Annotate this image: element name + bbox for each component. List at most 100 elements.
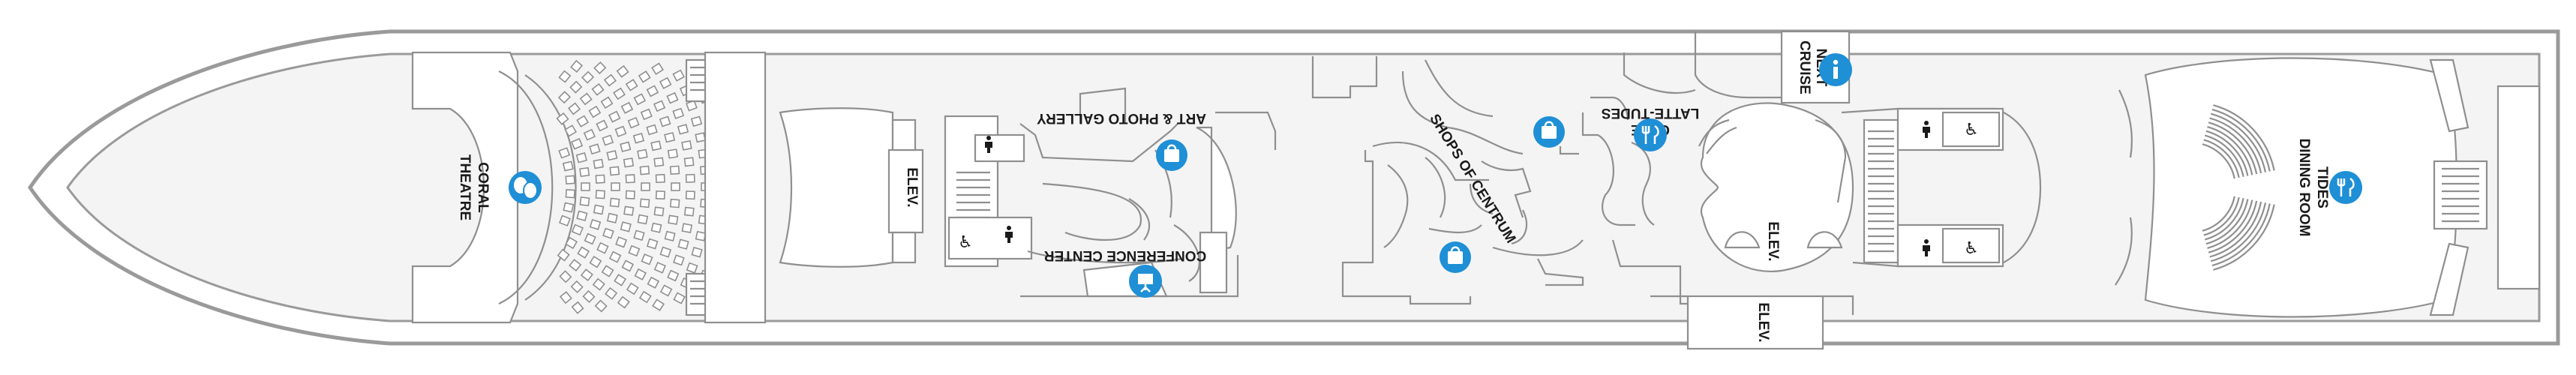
theatre-seat bbox=[584, 232, 596, 245]
theatre-stairs bbox=[685, 51, 767, 324]
next-cruise-label-2: CRUISE bbox=[1797, 40, 1812, 94]
info-icon bbox=[1819, 53, 1852, 86]
restroom-icon bbox=[1923, 239, 1930, 256]
stair-step bbox=[2205, 198, 2244, 241]
theatre-seat bbox=[677, 124, 689, 135]
theatre-seat bbox=[558, 214, 571, 226]
stair-step bbox=[2205, 134, 2244, 177]
theatre-seat bbox=[667, 269, 680, 282]
theatre-seat bbox=[596, 119, 608, 132]
theatre-seat bbox=[646, 238, 659, 250]
theatre-seat bbox=[581, 70, 595, 84]
theatre-seat bbox=[611, 182, 620, 191]
svg-text:♿: ♿ bbox=[958, 233, 973, 252]
atrium-round[interactable] bbox=[1698, 102, 1854, 272]
theatre-seat bbox=[617, 296, 630, 309]
theatre-seat bbox=[593, 204, 605, 215]
theatre-seat bbox=[628, 244, 641, 257]
theatre-seat bbox=[559, 291, 572, 304]
theatre-seat bbox=[638, 290, 652, 304]
theatre-seat bbox=[570, 59, 584, 74]
theatre-seat bbox=[639, 165, 650, 176]
theatre-seat bbox=[651, 62, 664, 75]
theatre-seat bbox=[559, 270, 572, 284]
theatre-seat bbox=[569, 80, 583, 94]
theatre-seat bbox=[626, 282, 639, 296]
theatre-seat bbox=[614, 274, 626, 286]
cafe-label-1: LATTE-TUDES bbox=[1602, 105, 1700, 121]
theatre-seat bbox=[581, 182, 590, 191]
theatre-seat bbox=[646, 124, 658, 136]
theatre-seat bbox=[655, 173, 665, 184]
theatre-seat bbox=[685, 190, 695, 200]
gallery-stair-core bbox=[944, 115, 1033, 268]
theatre-masks-icon bbox=[509, 171, 542, 204]
stair-step bbox=[2202, 196, 2235, 232]
theatre-seat bbox=[673, 292, 686, 304]
theatre-seat bbox=[671, 182, 680, 191]
wheelchair-icon: ♿ bbox=[1964, 239, 1979, 258]
restroom-icon bbox=[1005, 226, 1013, 243]
theatre-seat bbox=[672, 107, 685, 119]
stair-step bbox=[2211, 108, 2271, 172]
theatre-seat bbox=[669, 165, 680, 176]
theatre-seat bbox=[593, 158, 604, 170]
centrum-walls bbox=[1311, 52, 1696, 305]
shopping-bag-icon bbox=[1440, 242, 1471, 273]
theatre-seat bbox=[606, 212, 618, 224]
stair-step bbox=[2207, 200, 2253, 249]
theatre-seat bbox=[558, 147, 571, 159]
theatre-seat bbox=[576, 210, 588, 222]
coral-theatre[interactable] bbox=[411, 51, 577, 324]
theatre-seat bbox=[602, 227, 614, 239]
stair-step bbox=[2208, 200, 2258, 254]
art-gallery-label: ART & PHOTO GALLERY bbox=[1037, 110, 1206, 126]
theatre-seat bbox=[633, 93, 647, 106]
shopping-bag-icon bbox=[1156, 140, 1187, 171]
theatre-seat bbox=[593, 61, 607, 75]
theatre-seat bbox=[596, 242, 609, 254]
stair-step bbox=[2211, 202, 2267, 262]
dining-icon bbox=[1634, 118, 1667, 152]
theatre-seat bbox=[633, 230, 645, 242]
theatre-seat bbox=[659, 246, 672, 258]
theatre-seat bbox=[652, 298, 665, 311]
elevator-lobby-forward[interactable] bbox=[779, 107, 924, 268]
theatre-seat bbox=[641, 253, 653, 266]
stair-step bbox=[2203, 196, 2240, 236]
theatre-seat bbox=[564, 124, 577, 137]
theatre-seat bbox=[609, 166, 620, 176]
stair-step bbox=[2205, 199, 2249, 245]
theatre-seat bbox=[625, 79, 638, 92]
theatre-seat bbox=[650, 222, 662, 233]
theatre-seat bbox=[602, 134, 614, 146]
wheelchair-icon: ♿ bbox=[958, 233, 973, 252]
wheelchair-icon: ♿ bbox=[1964, 121, 1979, 140]
stair-step bbox=[2213, 204, 2275, 271]
theatre-seat bbox=[576, 115, 590, 128]
theatre-seat bbox=[639, 198, 650, 208]
stair-step bbox=[2213, 104, 2275, 171]
theatre-seat bbox=[594, 299, 608, 313]
theatre-seat bbox=[695, 230, 707, 242]
theatre-seat bbox=[588, 105, 602, 118]
theatre-seat bbox=[557, 91, 571, 104]
elevator-bay-aft[interactable] bbox=[1650, 295, 1854, 350]
theatre-seat bbox=[603, 74, 617, 87]
theatre-seat bbox=[681, 140, 692, 151]
elevator-label-atrium: ELEV. bbox=[1765, 221, 1781, 261]
theatre-seat bbox=[625, 174, 635, 184]
theatre-seat bbox=[664, 230, 676, 242]
theatre-seat bbox=[634, 268, 647, 280]
stair-step bbox=[2202, 143, 2235, 179]
theatre-seat bbox=[637, 214, 649, 225]
theatre-seat bbox=[653, 262, 666, 274]
theatre-seat bbox=[686, 262, 698, 274]
theatre-seat bbox=[565, 188, 575, 199]
theatre-seat bbox=[606, 150, 618, 161]
theatre-seat bbox=[580, 268, 593, 281]
theatre-seat bbox=[557, 248, 570, 262]
theatre-seat bbox=[659, 284, 673, 297]
theatre-seat bbox=[613, 87, 626, 100]
theatre-seat bbox=[569, 259, 582, 272]
